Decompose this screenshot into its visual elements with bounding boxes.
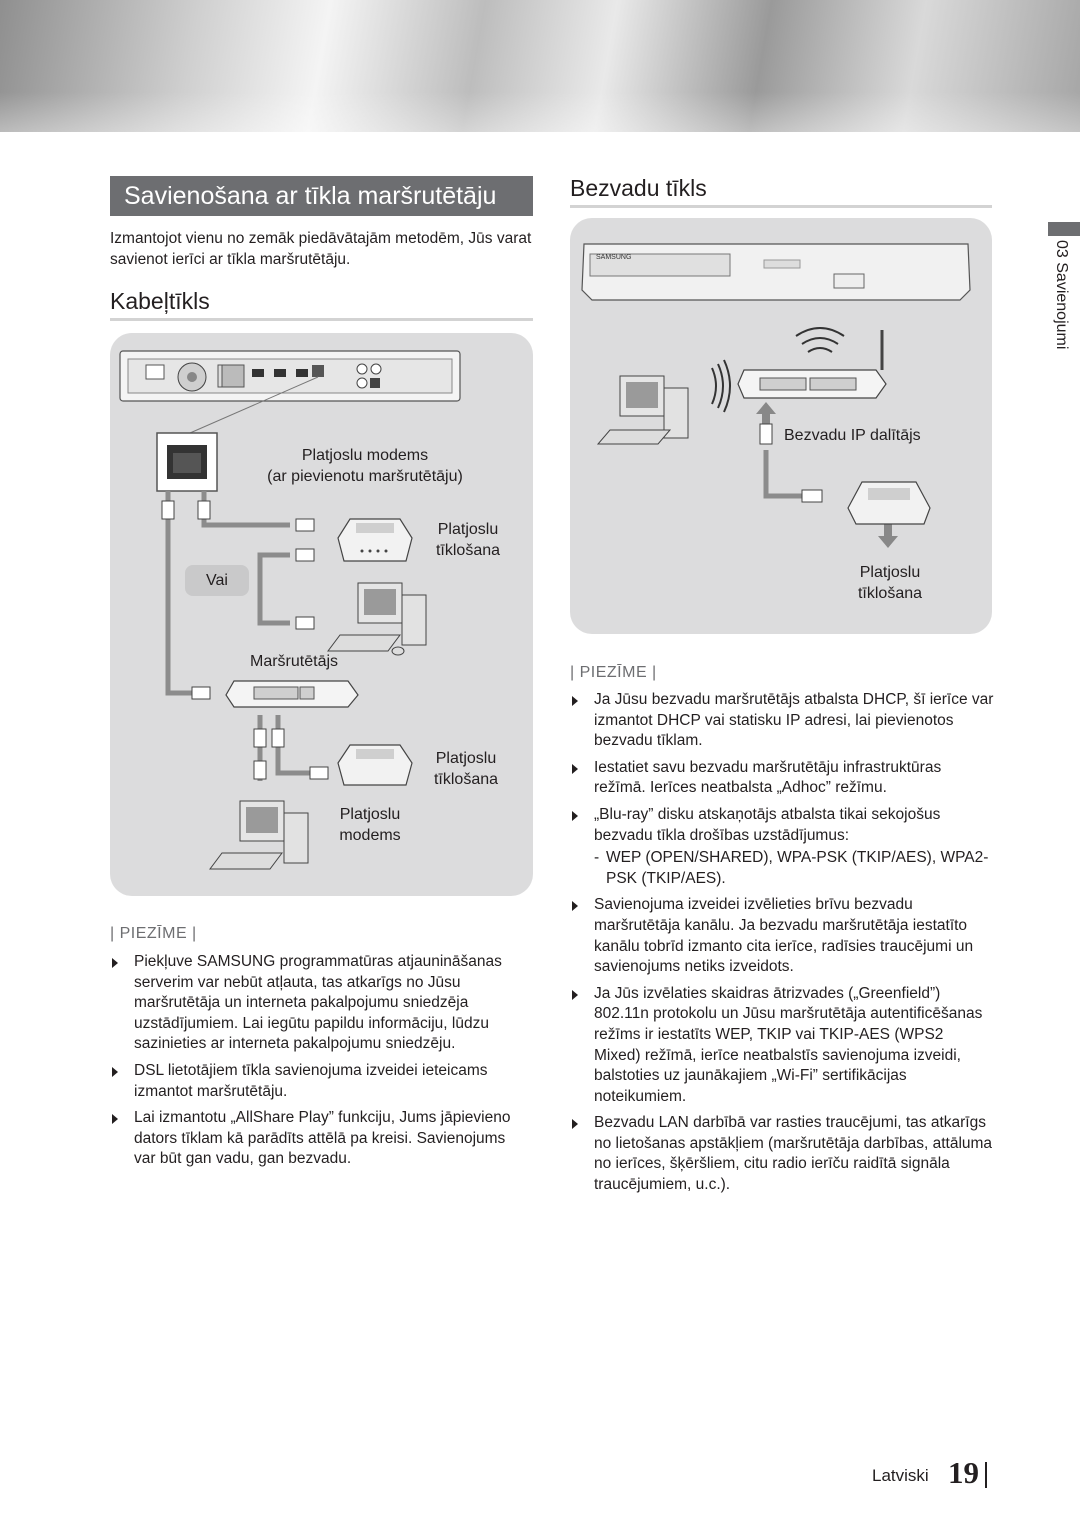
right-notes: Ja Jūsu bezvadu maršrutētājs atbalsta DH… [570, 690, 994, 1202]
brand-logo: SAMSUNG [596, 254, 631, 261]
wireless-diagram-panel: SAMSUNG Bezvadu IP dalītājs Platjoslu tī… [570, 218, 992, 634]
zoom-line [189, 376, 319, 434]
broadband-label: Platjoslu tīklošana [857, 564, 923, 602]
list-item: Lai izmantotu „AllShare Play” funkciju, … [110, 1108, 530, 1170]
player-front [581, 243, 971, 301]
bullet-icon [572, 763, 578, 774]
bullet-icon [112, 1114, 118, 1125]
router [225, 680, 359, 708]
wifi-signal-icon [711, 327, 845, 413]
arrows [756, 402, 898, 548]
modem-router-label-2: (ar pievienotu maršrutētāju) [267, 468, 463, 485]
wired-heading-rule [110, 318, 533, 321]
list-item: Piekļuve SAMSUNG programmatūras atjaunin… [110, 952, 530, 1055]
computer-bottom [209, 800, 309, 870]
broadband-label-2: Platjoslu tīklošana [433, 750, 499, 788]
wireless-heading-rule [570, 205, 992, 208]
sub-item: -WEP (OPEN/SHARED), WPA-PSK (TKIP/AES), … [594, 849, 989, 887]
bullet-icon [572, 810, 578, 821]
bullet-icon [112, 958, 118, 968]
computer [596, 375, 689, 445]
bullet-icon [572, 901, 578, 912]
page-number: 19 [948, 1455, 979, 1490]
wireless-diagram: SAMSUNG [581, 243, 971, 548]
wired-diagram-panel: Platjoslu modems (ar pievienotu maršrutē… [110, 333, 533, 896]
right-note-title: | PIEZĪME | [570, 664, 657, 681]
section-title: Savienošana ar tīkla maršrutētāju [110, 176, 533, 216]
list-item: Ja Jūs izvēlaties skaidras ātrizvades („… [570, 984, 994, 1108]
wireless-heading: Bezvadu tīkls [570, 175, 707, 201]
modem-router-label-1: Platjoslu modems [301, 447, 429, 464]
modem-label: Platjoslu modems [339, 806, 401, 844]
or-badge: Vai [185, 565, 249, 596]
player-rear-panel [119, 350, 461, 402]
plugs [161, 500, 329, 780]
bullet-icon [112, 1066, 118, 1077]
chapter-label: 03 Savienojumi [1053, 240, 1070, 350]
list-item: Bezvadu LAN darbībā var rasties traucēju… [570, 1113, 994, 1195]
wired-heading: Kabeļtīkls [110, 288, 210, 314]
cables [165, 491, 310, 781]
left-note-title: | PIEZĪME | [110, 925, 197, 942]
left-notes: Piekļuve SAMSUNG programmatūras atjaunin… [110, 952, 530, 1176]
chapter-tab [1048, 222, 1080, 236]
footer-divider [985, 1462, 987, 1488]
plugs [759, 423, 823, 503]
lan-port-zoom [156, 432, 218, 492]
intro-text: Izmantojot vienu no zemāk piedāvātajām m… [110, 230, 532, 268]
broadband-modem-bottom [337, 744, 413, 786]
router-label: Maršrutētājs [250, 653, 339, 670]
bullet-icon [572, 1119, 578, 1130]
wireless-ip-sharer-label: Bezvadu IP dalītājs [784, 427, 921, 444]
broadband-label-1: Platjoslu tīklošana [435, 521, 501, 559]
list-item: „Blu-ray” disku atskaņotājs atbalsta tik… [570, 805, 994, 889]
wired-diagram [119, 350, 461, 870]
list-item: Iestatiet savu bezvadu maršrutētāju infr… [570, 758, 994, 799]
footer-language: Latviski [872, 1466, 929, 1485]
list-item: DSL lietotājiem tīkla savienojuma izveid… [110, 1061, 530, 1102]
bullet-icon [572, 989, 578, 1000]
list-item: Savienojuma izveidei izvēlieties brīvu b… [570, 895, 994, 977]
computer-top [327, 582, 427, 656]
bullet-icon [572, 696, 578, 706]
header-banner [0, 0, 1080, 132]
list-item: Ja Jūsu bezvadu maršrutētājs atbalsta DH… [570, 690, 994, 752]
wireless-ip-sharer [737, 330, 887, 399]
cables [763, 450, 802, 499]
broadband-modem [847, 481, 931, 525]
broadband-modem-top [337, 518, 413, 562]
